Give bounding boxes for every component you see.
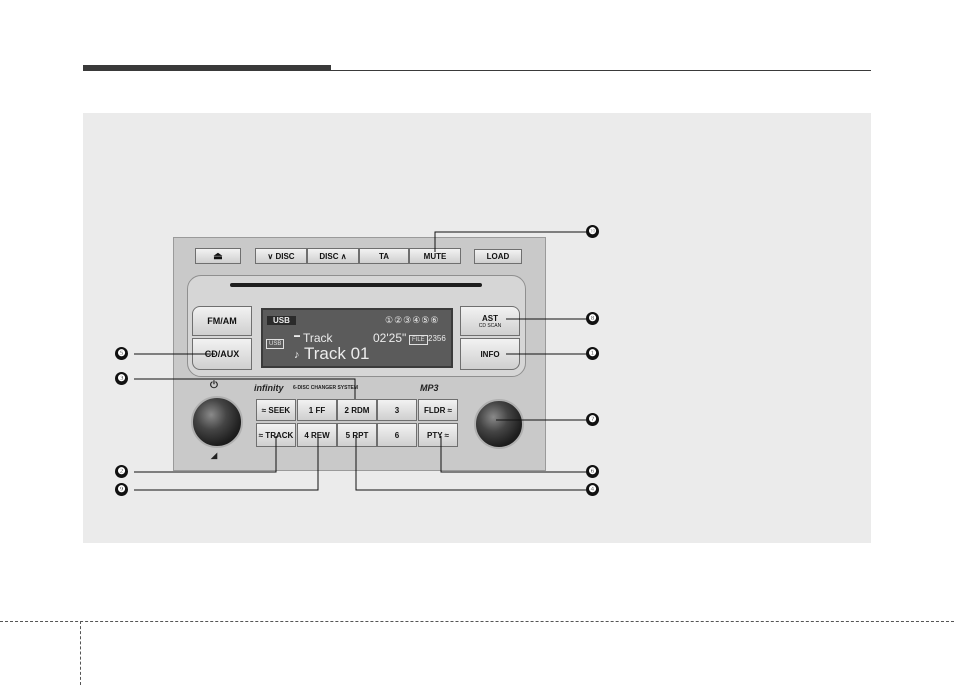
ast-sub-label: CD SCAN <box>479 323 502 329</box>
header-rule-thick <box>83 65 331 71</box>
mute-button[interactable]: MUTE <box>409 248 461 264</box>
pty-button[interactable]: PTY ≈ <box>418 423 458 447</box>
display-source: USB <box>267 316 296 325</box>
preset-6-button[interactable]: 6 <box>377 423 417 447</box>
folder-icon: ▬ <box>294 333 300 339</box>
music-note-icon: ♪ <box>294 349 300 361</box>
fm-am-button[interactable]: FM/AM <box>192 306 252 336</box>
cd-slot <box>230 283 482 287</box>
load-button[interactable]: LOAD <box>474 249 522 264</box>
callout-8: ❽ <box>586 312 599 325</box>
lcd-display: USB ①②③④⑤⑥ USB ▬ Track 02'25" FILE 2356 … <box>261 308 453 368</box>
cd-aux-button[interactable]: CD/AUX <box>192 338 252 370</box>
ast-button[interactable]: AST CD SCAN <box>460 306 520 336</box>
preset-4-rew-button[interactable]: 4 REW <box>297 423 337 447</box>
power-icon: ⏻ <box>210 380 218 391</box>
callout-1: ❶ <box>586 347 599 360</box>
display-folder-label: Track <box>303 331 333 345</box>
display-track-title: Track 01 <box>304 344 370 364</box>
brand-logo: infinity <box>254 383 284 393</box>
tune-knob[interactable] <box>474 399 524 449</box>
callout-9: ❾ <box>115 483 128 496</box>
header-rule-thin <box>331 70 871 71</box>
callout-2: ❷ <box>115 465 128 478</box>
preset-3-button[interactable]: 3 <box>377 399 417 421</box>
disc-up-button[interactable]: DISC ∧ <box>307 248 359 264</box>
system-name: 6-DISC CHANGER SYSTEM <box>293 385 358 391</box>
ast-label: AST <box>482 314 498 323</box>
display-usb-icon: USB <box>266 339 284 349</box>
preset-5-rpt-button[interactable]: 5 RPT <box>337 423 377 447</box>
footer-rule <box>0 621 954 622</box>
footer-divider <box>80 621 81 685</box>
mp3-badge: MP3 <box>420 383 439 393</box>
display-file-tag: FILE <box>409 335 428 345</box>
display-time: 02'25" <box>373 331 406 345</box>
callout-4: ❹ <box>586 483 599 496</box>
eject-button[interactable]: ⏏ <box>195 248 241 264</box>
callout-6: ❻ <box>586 465 599 478</box>
disc-down-button[interactable]: ∨ DISC <box>255 248 307 264</box>
track-button[interactable]: ≈ TRACK <box>256 423 296 447</box>
power-volume-knob[interactable] <box>191 396 243 448</box>
display-disc-indicators: ①②③④⑤⑥ <box>385 315 439 326</box>
preset-1-ff-button[interactable]: 1 FF <box>297 399 337 421</box>
volume-icon: ◢ <box>211 451 217 460</box>
preset-2-rdm-button[interactable]: 2 RDM <box>337 399 377 421</box>
ta-button[interactable]: TA <box>359 248 409 264</box>
info-button[interactable]: INFO <box>460 338 520 370</box>
callout-5: ❺ <box>115 347 128 360</box>
callout-7: ❼ <box>586 413 599 426</box>
callout-10: ❿ <box>586 225 599 238</box>
folder-button[interactable]: FLDR ≈ <box>418 399 458 421</box>
callout-3: ❸ <box>115 372 128 385</box>
seek-button[interactable]: ≈ SEEK <box>256 399 296 421</box>
display-file-number: 2356 <box>428 334 446 343</box>
